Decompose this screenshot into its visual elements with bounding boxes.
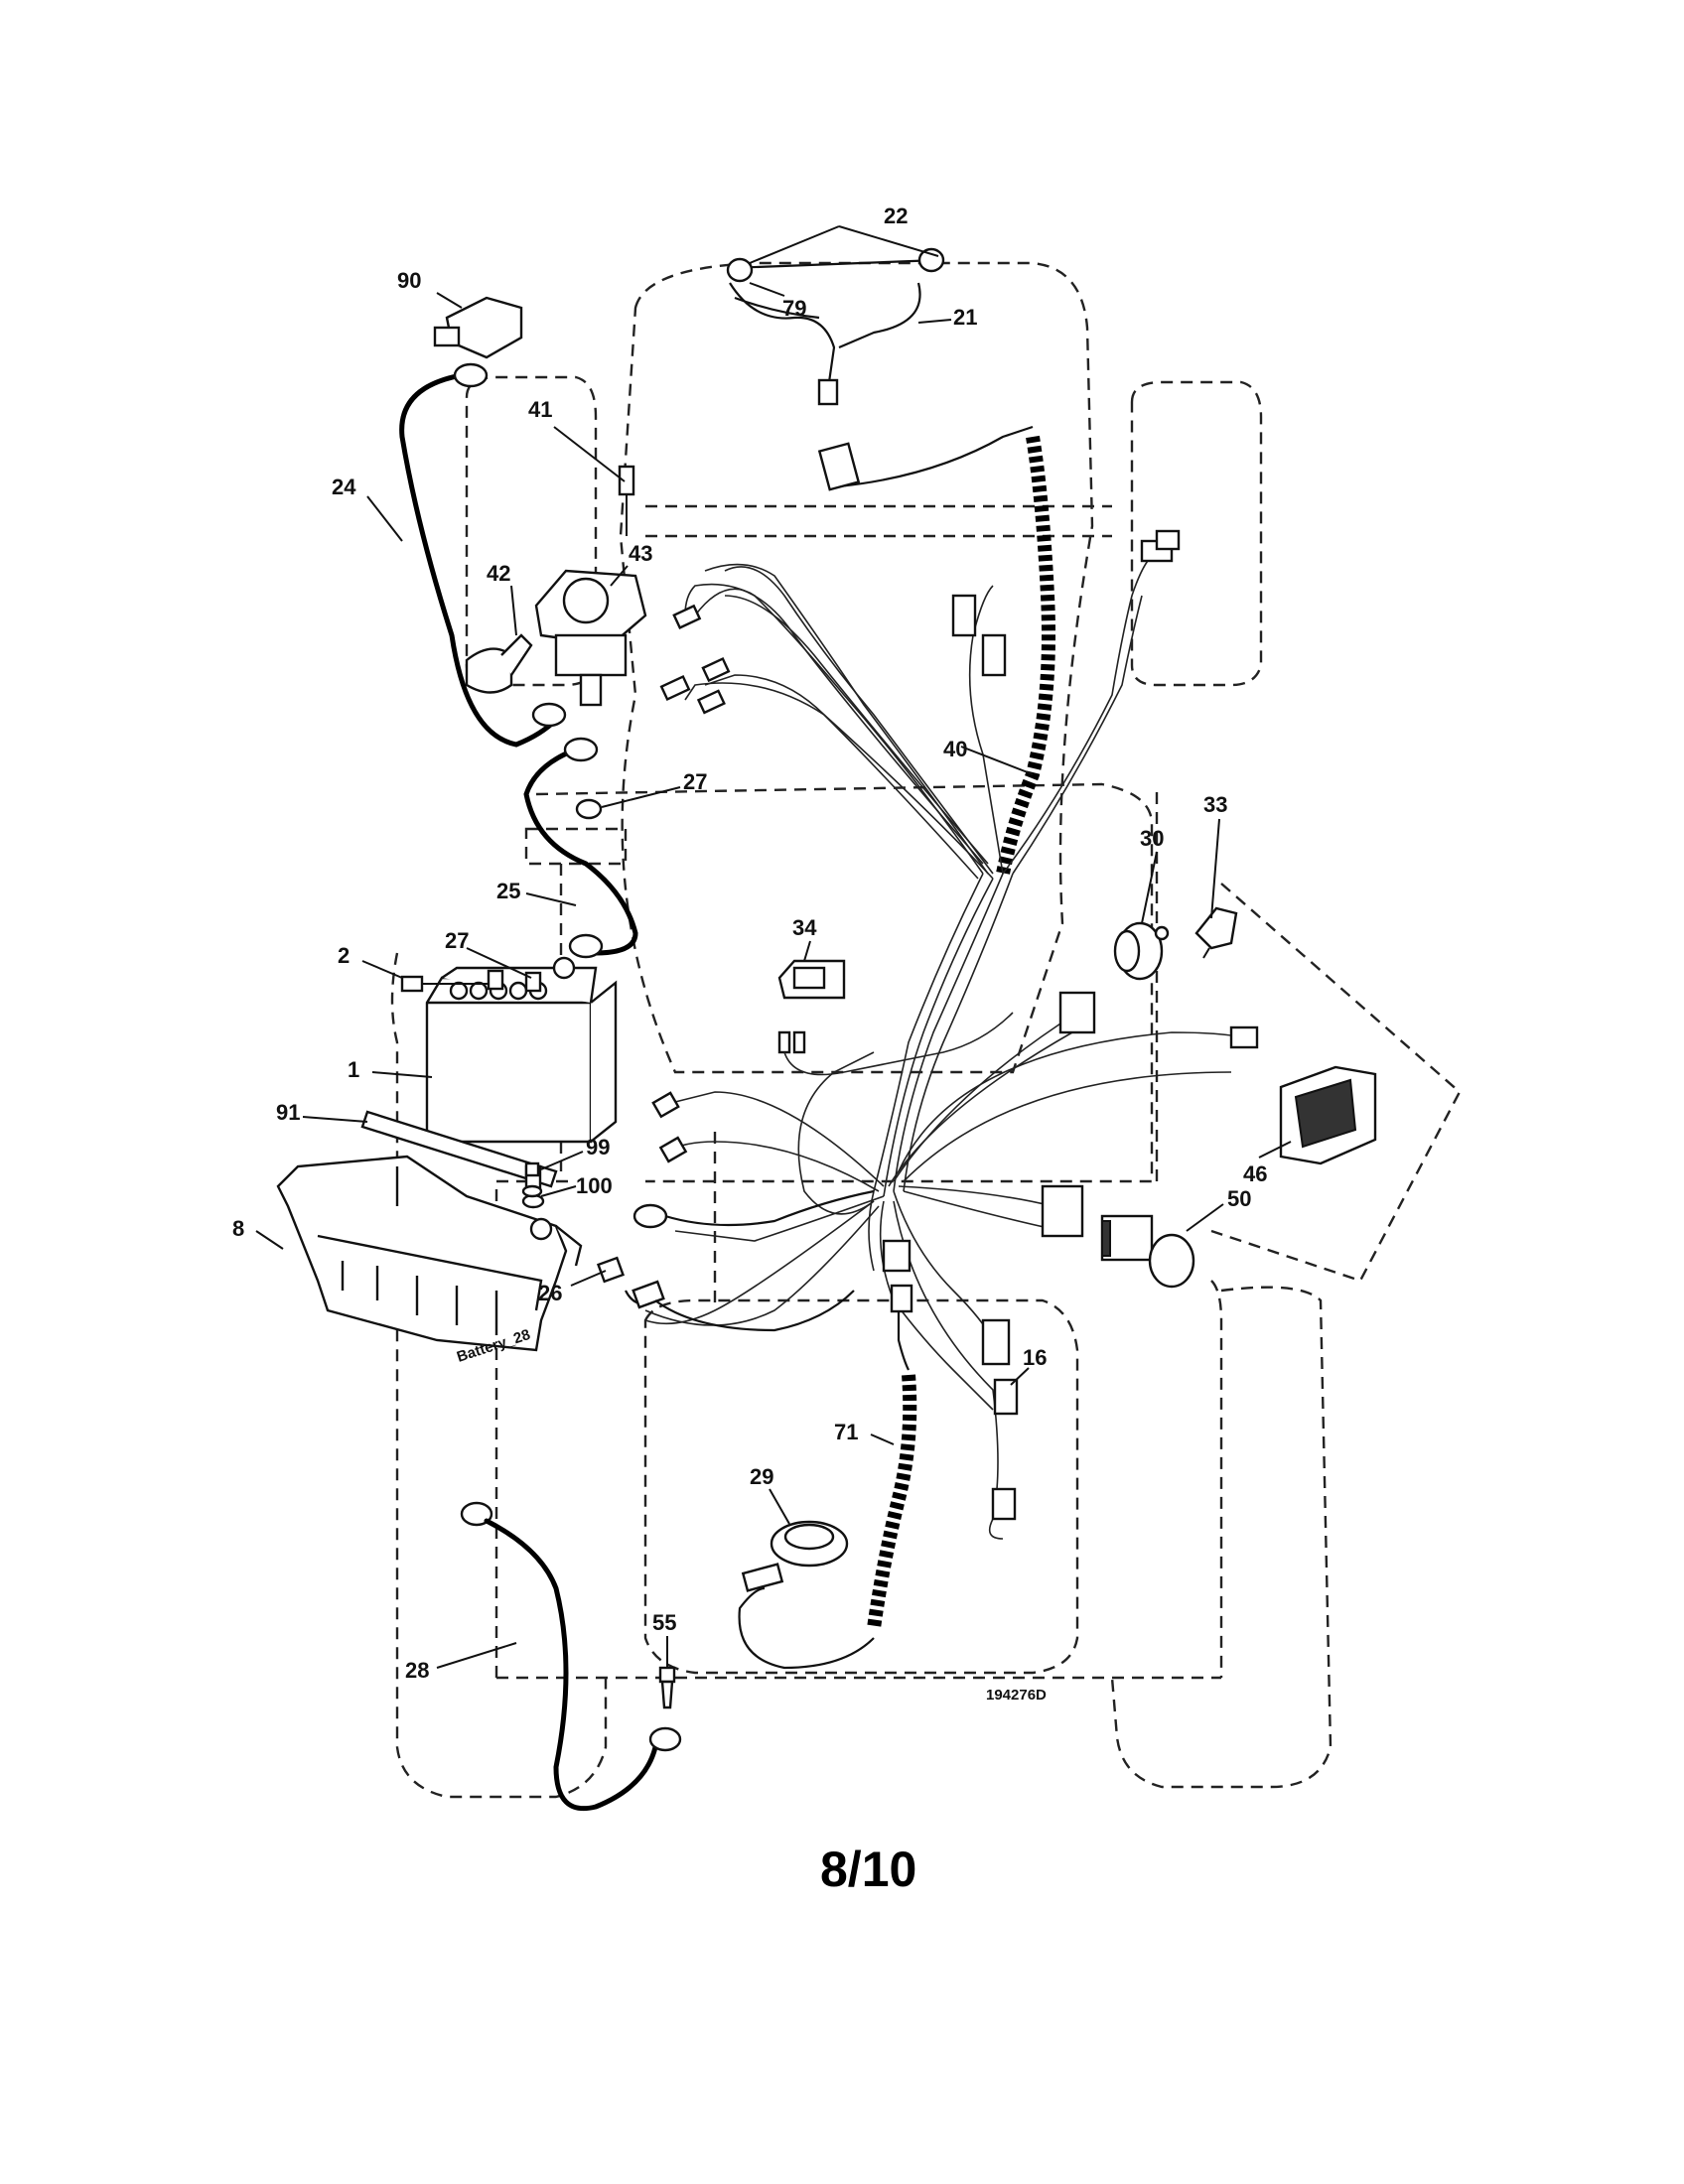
- callout-79: 79: [782, 296, 806, 321]
- battery: [400, 956, 618, 1144]
- starter-solenoid: [465, 465, 647, 820]
- callout-24: 24: [332, 475, 356, 499]
- callout-29: 29: [750, 1464, 773, 1489]
- callout-26: 26: [538, 1281, 562, 1305]
- callout-25: 25: [496, 879, 520, 903]
- harness-conduit: [996, 435, 1055, 876]
- callout-71: 71: [834, 1420, 858, 1444]
- part-90: [433, 296, 523, 359]
- switch-50: [1100, 1214, 1195, 1289]
- screw-55: [658, 1666, 676, 1709]
- callout-100: 100: [576, 1173, 613, 1198]
- callout-8: 8: [232, 1216, 244, 1241]
- screw-99: [521, 1161, 543, 1198]
- leader-lines: [255, 225, 1292, 1669]
- ignition-switch: [1113, 921, 1170, 981]
- ground-cable-28: [460, 1501, 682, 1811]
- hour-meter: [1279, 1065, 1377, 1165]
- callout-labels: 22 90 79 21 41 24 42 43 40 27 33 30 25 3…: [232, 204, 1267, 1683]
- callout-27: 27: [683, 769, 707, 794]
- battery-cable-26: [596, 1189, 875, 1332]
- callout-30: 30: [1140, 826, 1164, 851]
- harness-connectors: [651, 529, 1259, 1521]
- cable-25: [523, 737, 638, 959]
- callout-91: 91: [276, 1100, 300, 1125]
- battery-tray: [276, 1155, 583, 1352]
- callout-16: 16: [1023, 1345, 1047, 1370]
- callout-2: 2: [338, 943, 350, 968]
- harness-wires: [644, 555, 1242, 1540]
- headlight-harness: [726, 247, 1034, 491]
- switch-34: [777, 959, 1014, 1076]
- lower-harness: [738, 1310, 917, 1670]
- callout-27b: 27: [445, 928, 469, 953]
- callout-99: 99: [586, 1135, 610, 1160]
- callout-34: 34: [792, 915, 817, 940]
- drawing-number: 194276D: [986, 1687, 1047, 1704]
- callout-43: 43: [629, 541, 652, 566]
- page-number: 8/10: [820, 1842, 916, 1897]
- callout-42: 42: [487, 561, 510, 586]
- callout-33: 33: [1203, 792, 1227, 817]
- callout-90: 90: [397, 268, 421, 293]
- callout-22: 22: [884, 204, 908, 228]
- callout-41: 41: [528, 397, 552, 422]
- callout-21: 21: [953, 305, 977, 330]
- callout-28: 28: [405, 1658, 429, 1683]
- callout-40: 40: [943, 737, 967, 761]
- callout-1: 1: [348, 1057, 359, 1082]
- chassis-outline: [390, 261, 1462, 1799]
- callout-46: 46: [1243, 1161, 1267, 1186]
- callout-50: 50: [1227, 1186, 1251, 1211]
- switch-33: [1194, 906, 1238, 959]
- callout-55: 55: [652, 1610, 676, 1635]
- cable-24: [399, 362, 567, 748]
